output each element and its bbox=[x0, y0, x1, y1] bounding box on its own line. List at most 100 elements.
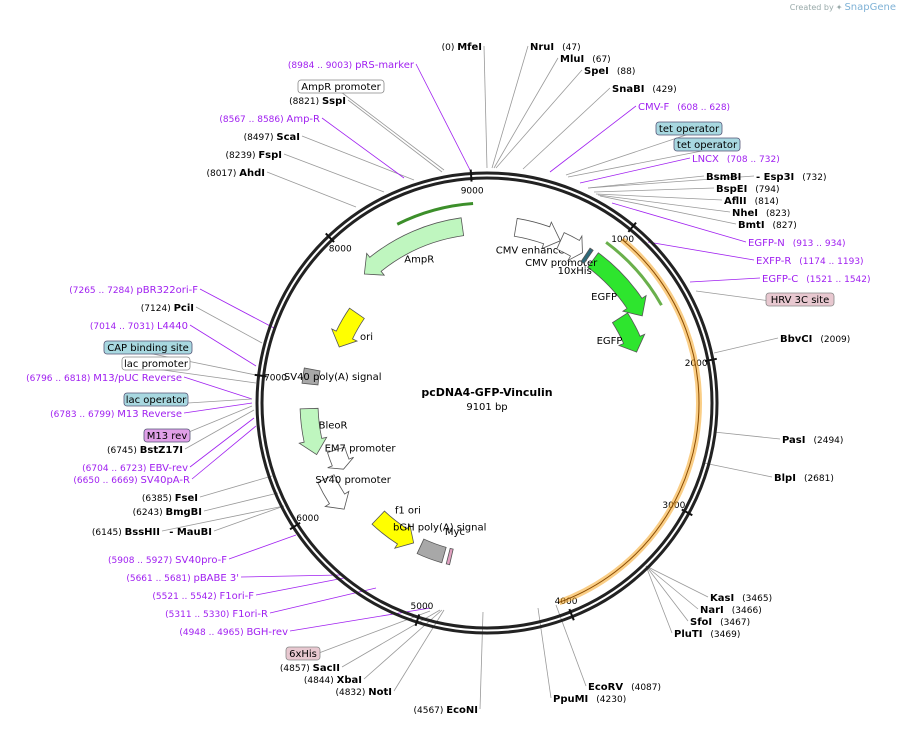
site-label[interactable]: - MauBI bbox=[169, 527, 212, 538]
site-label[interactable]: (4948 .. 4965) BGH-rev bbox=[179, 627, 288, 638]
boxed-label-text: AmpR promoter bbox=[301, 82, 381, 93]
feature-arc[interactable] bbox=[605, 241, 663, 306]
feature-bGH-polyA[interactable] bbox=[416, 538, 447, 564]
feature-SV40-polyA[interactable] bbox=[301, 367, 321, 386]
leader-line bbox=[255, 577, 345, 596]
site-label[interactable]: (8239) FspI bbox=[226, 150, 282, 161]
feature-EM7-promoter[interactable] bbox=[326, 446, 354, 470]
site-label[interactable]: (7265 .. 7284) pBR322ori-F bbox=[69, 285, 198, 296]
site-label[interactable]: (4567) EcoNI bbox=[413, 705, 478, 716]
site-label[interactable]: (6650 .. 6669) SV40pA-R bbox=[73, 475, 190, 486]
feature-label: CMV promoter bbox=[525, 258, 598, 269]
site-label[interactable]: (6796 .. 6818) M13/pUC Reverse bbox=[26, 373, 182, 384]
label-box[interactable] bbox=[285, 646, 321, 661]
site-label[interactable]: (6783 .. 6799) M13 Reverse bbox=[50, 409, 182, 420]
site-label[interactable]: (0) MfeI bbox=[442, 42, 482, 53]
site-label[interactable]: BlpI(2681) bbox=[774, 473, 834, 484]
site-label[interactable]: (5908 .. 5927) SV40pro-F bbox=[108, 555, 227, 566]
site-label[interactable]: LNCX(708 .. 732) bbox=[692, 154, 780, 165]
site-label[interactable]: BspEI(794) bbox=[716, 184, 780, 195]
site-label[interactable]: NarI(3466) bbox=[700, 605, 762, 616]
feature-CMV-promoter[interactable] bbox=[556, 232, 583, 262]
feature-EGFP2-arrow[interactable] bbox=[611, 312, 646, 353]
site-label[interactable]: EcoRV(4087) bbox=[588, 682, 661, 693]
label-box[interactable] bbox=[143, 428, 191, 443]
site-label[interactable]: NruI(47) bbox=[530, 42, 581, 53]
site-label[interactable]: (8017) AhdI bbox=[206, 168, 265, 179]
label-box[interactable] bbox=[121, 356, 191, 371]
feature-f1-ori[interactable] bbox=[371, 510, 415, 549]
label-box[interactable] bbox=[123, 392, 189, 407]
feature-label: CMV enhancer bbox=[496, 246, 570, 257]
site-label[interactable]: BmtI(827) bbox=[738, 220, 797, 231]
site-label[interactable]: EGFP-C(1521 .. 1542) bbox=[762, 274, 871, 285]
site-label[interactable]: (5521 .. 5542) F1ori-F bbox=[152, 591, 254, 602]
feature-arc[interactable] bbox=[396, 201, 474, 226]
label-box[interactable] bbox=[297, 79, 385, 94]
site-label[interactable]: (5661 .. 5681) pBABE 3' bbox=[126, 573, 239, 584]
boxed-label-text: 6xHis bbox=[289, 649, 317, 660]
leader-line bbox=[587, 175, 705, 189]
leader-line bbox=[567, 149, 708, 178]
site-label[interactable]: (4832) NotI bbox=[335, 687, 392, 698]
site-label[interactable]: KasI(3465) bbox=[710, 593, 772, 604]
feature-ori[interactable] bbox=[330, 307, 365, 348]
tick-label: 6000 bbox=[296, 514, 319, 524]
site-label[interactable]: (6745) BstZ17I bbox=[107, 445, 183, 456]
site-label[interactable]: - Esp3I(732) bbox=[756, 172, 826, 183]
site-label[interactable]: PpuMI(4230) bbox=[553, 694, 626, 705]
label-box[interactable] bbox=[655, 121, 723, 136]
site-label[interactable]: (6243) BmgBI bbox=[133, 507, 202, 518]
feature-label: SV40 promoter bbox=[315, 475, 391, 486]
site-label[interactable]: CMV-F(608 .. 628) bbox=[638, 102, 730, 113]
leader-line bbox=[713, 337, 779, 354]
feature-label: EGFP bbox=[591, 292, 617, 303]
feature-10xHis[interactable] bbox=[580, 247, 594, 264]
leader-line bbox=[301, 135, 415, 181]
site-label[interactable]: (6145) BssHII bbox=[92, 527, 160, 538]
site-label[interactable]: SpeI(88) bbox=[584, 66, 635, 77]
leader-line bbox=[195, 306, 263, 344]
site-label[interactable]: (8497) ScaI bbox=[244, 132, 300, 143]
label-box[interactable] bbox=[673, 137, 741, 152]
site-label[interactable]: (8821) SspI bbox=[289, 96, 346, 107]
leader-line bbox=[189, 417, 255, 468]
site-label[interactable]: AflII(814) bbox=[724, 196, 779, 207]
leader-line bbox=[240, 574, 341, 578]
site-label[interactable]: EGFP-N(913 .. 934) bbox=[748, 238, 846, 249]
site-label[interactable]: (4857) SacII bbox=[280, 663, 340, 674]
site-label[interactable]: (6704 .. 6723) EBV-rev bbox=[82, 463, 188, 474]
site-label[interactable]: PasI(2494) bbox=[782, 435, 843, 446]
site-label[interactable]: (8567 .. 8586) Amp-R bbox=[219, 114, 320, 125]
site-label[interactable]: BbvCI(2009) bbox=[780, 334, 850, 345]
feature-Myc[interactable] bbox=[445, 547, 454, 566]
leader-line bbox=[645, 565, 699, 610]
site-label[interactable]: SfoI(3467) bbox=[690, 617, 750, 628]
feature-label: AmpR bbox=[404, 254, 434, 265]
feature-SV40-promoter[interactable] bbox=[317, 474, 350, 510]
feature-CMV-enhancer[interactable] bbox=[513, 217, 561, 250]
site-label[interactable]: (7124) PciI bbox=[141, 303, 194, 314]
site-label[interactable]: NheI(823) bbox=[732, 208, 790, 219]
label-box[interactable] bbox=[765, 292, 835, 307]
site-label[interactable]: SnaBI(429) bbox=[612, 84, 677, 95]
site-label[interactable]: (6385) FseI bbox=[142, 493, 198, 504]
feature-EGFP-arrow[interactable] bbox=[587, 252, 647, 317]
feature-arc-core bbox=[559, 239, 700, 603]
feature-AmpR-arrow[interactable] bbox=[363, 217, 465, 276]
site-label[interactable]: (4844) XbaI bbox=[304, 675, 362, 686]
leader-line bbox=[189, 324, 257, 367]
site-label[interactable]: (7014 .. 7031) L4440 bbox=[90, 321, 188, 332]
label-box[interactable] bbox=[103, 340, 193, 355]
site-label[interactable]: (8984 .. 9003) pRS-marker bbox=[288, 60, 415, 71]
snapgene-credit[interactable]: Created by ✦ SnapGene bbox=[790, 2, 896, 13]
site-label[interactable]: BsmBI bbox=[706, 172, 741, 183]
site-label[interactable]: MluI(67) bbox=[560, 54, 611, 65]
feature-BleoR[interactable] bbox=[298, 407, 328, 456]
tick-label: 5000 bbox=[411, 602, 434, 612]
site-label[interactable]: EXFP-R(1174 .. 1193) bbox=[756, 256, 864, 267]
leader-line bbox=[184, 409, 255, 450]
site-label[interactable]: PluTI(3469) bbox=[674, 629, 740, 640]
site-label[interactable]: (5311 .. 5330) F1ori-R bbox=[165, 609, 268, 620]
